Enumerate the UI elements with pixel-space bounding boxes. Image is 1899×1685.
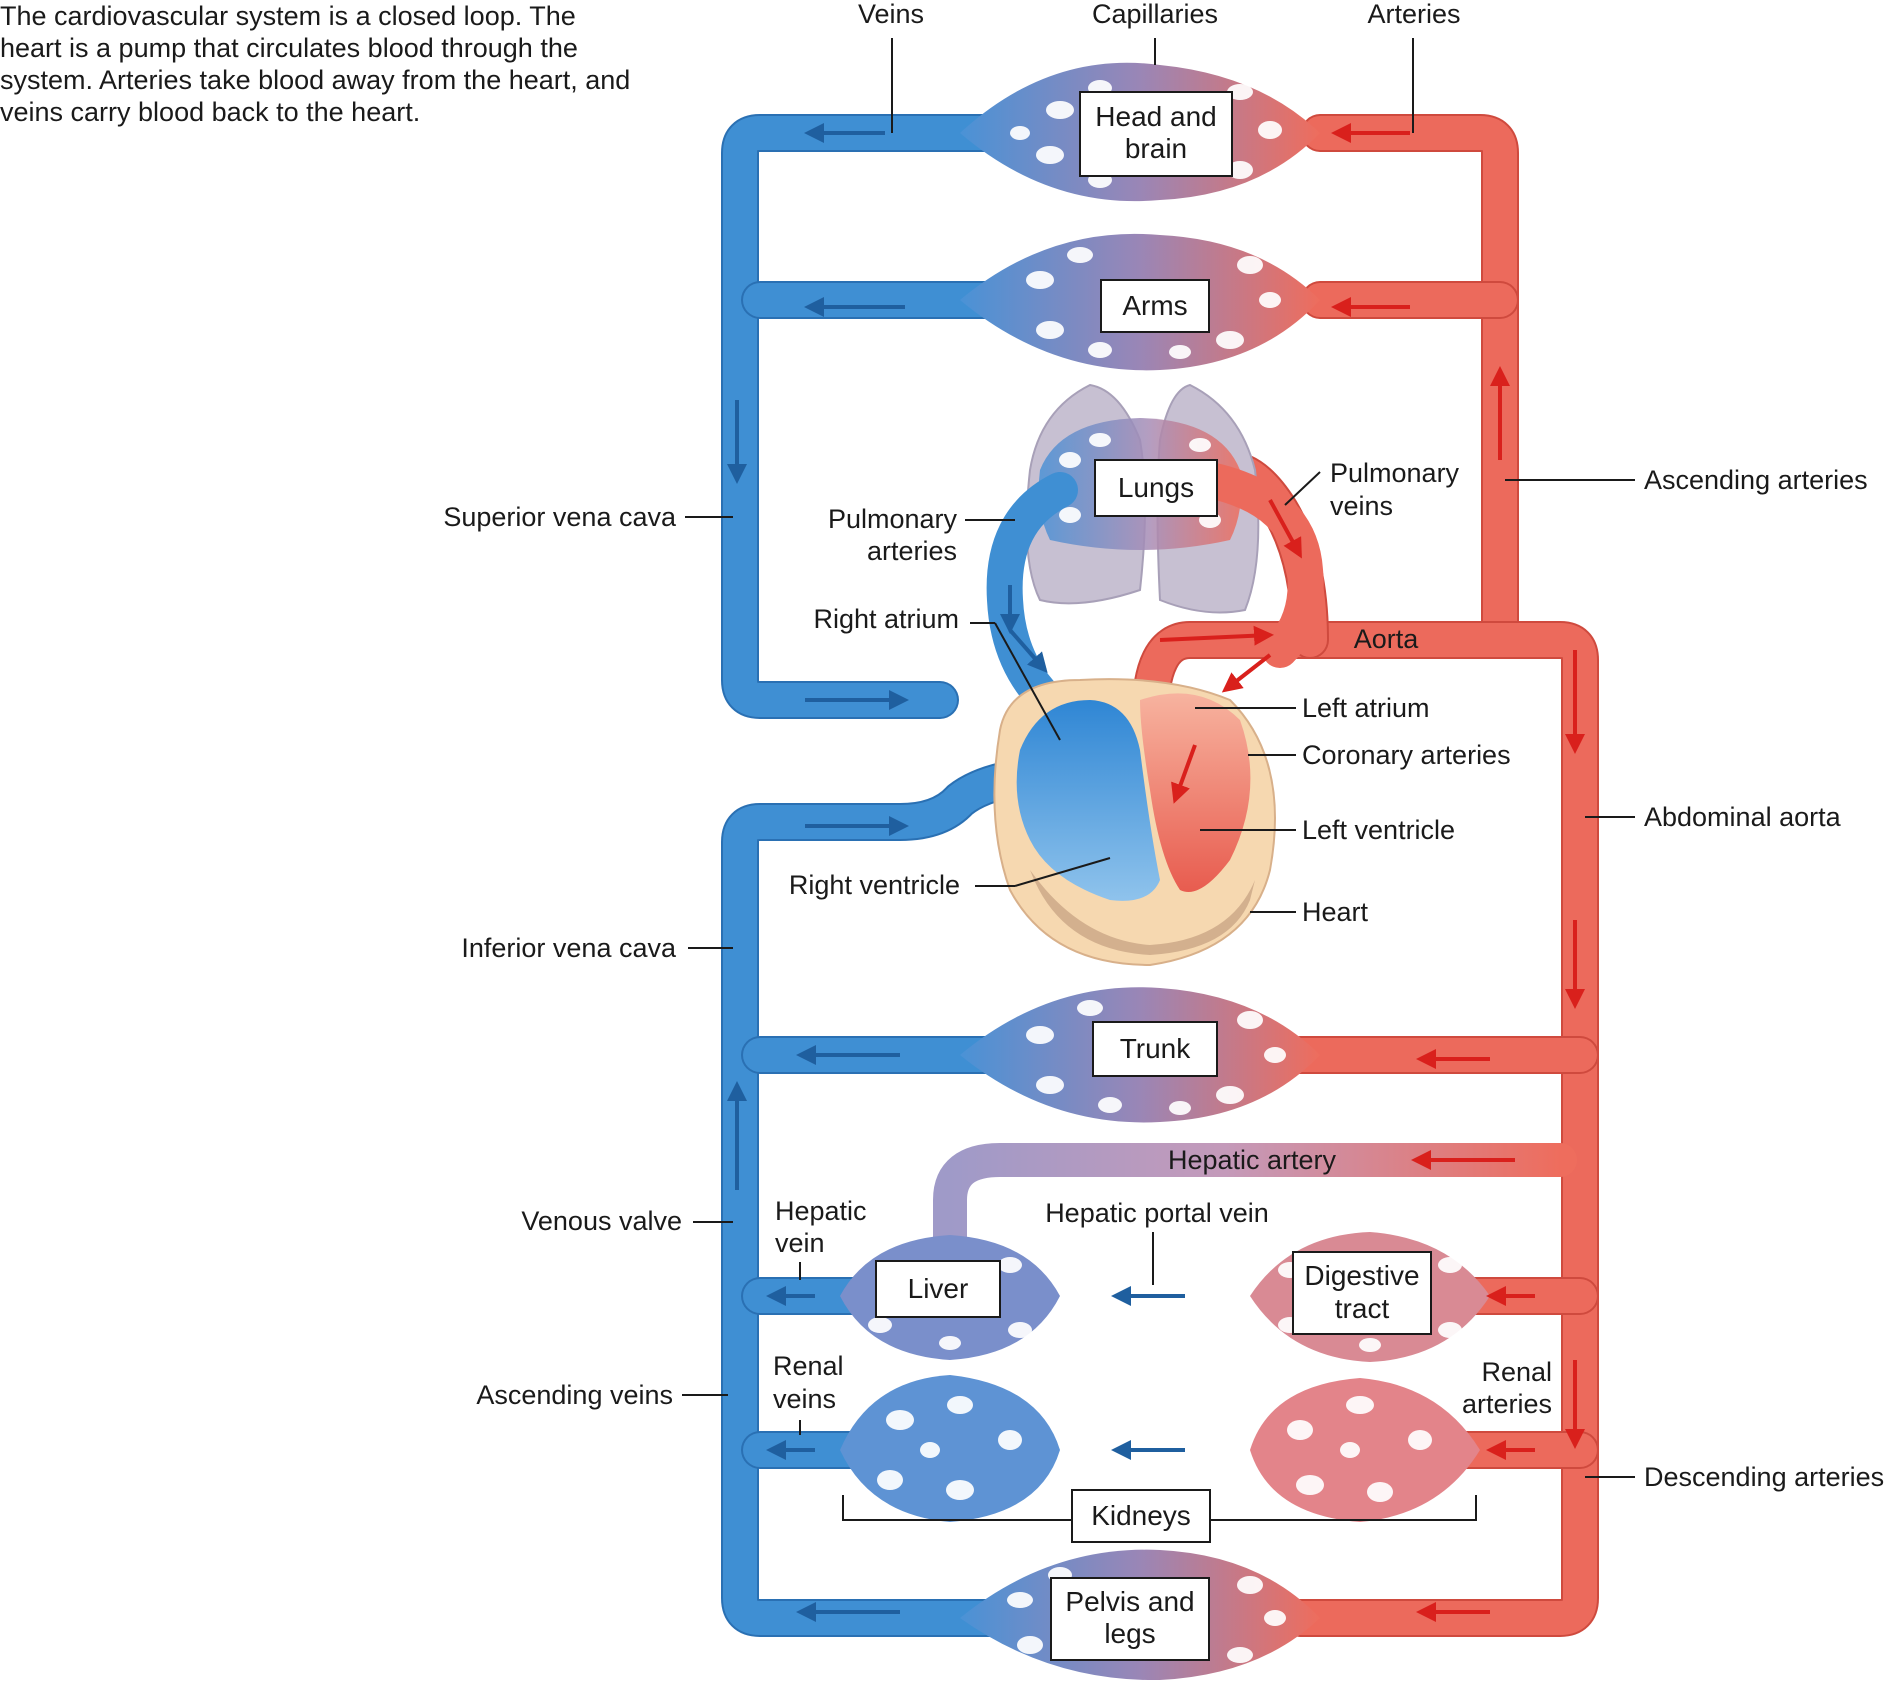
box-digestive-line1: Digestive bbox=[1304, 1260, 1419, 1291]
heart bbox=[993, 678, 1276, 967]
intro-paragraph: The cardiovascular system is a closed lo… bbox=[0, 1, 631, 127]
label-pulmonary-veins-1: Pulmonary bbox=[1330, 458, 1460, 488]
label-hepatic-portal-vein: Hepatic portal vein bbox=[1045, 1198, 1269, 1228]
label-hepatic-vein-1: Hepatic bbox=[775, 1196, 867, 1226]
box-lungs: Lungs bbox=[1094, 459, 1218, 517]
label-right-atrium: Right atrium bbox=[813, 604, 959, 634]
label-left-ventricle: Left ventricle bbox=[1302, 815, 1455, 845]
label-ascending-arteries: Ascending arteries bbox=[1644, 465, 1868, 495]
label-renal-veins-1: Renal bbox=[773, 1351, 844, 1381]
label-pulmonary-arteries-2: arteries bbox=[867, 536, 957, 566]
box-digestive-line2: tract bbox=[1335, 1293, 1390, 1324]
leader-lines bbox=[682, 38, 1635, 1521]
label-veins: Veins bbox=[858, 0, 924, 29]
label-inferior-vena-cava: Inferior vena cava bbox=[461, 933, 677, 963]
box-head-brain-line2: brain bbox=[1125, 133, 1187, 164]
box-pelvis-line2: legs bbox=[1104, 1618, 1155, 1649]
label-ascending-veins: Ascending veins bbox=[476, 1380, 673, 1410]
box-digestive-tract: Digestive tract bbox=[1292, 1251, 1432, 1335]
box-arms: Arms bbox=[1100, 279, 1210, 333]
box-lungs-label: Lungs bbox=[1118, 472, 1194, 503]
label-hepatic-artery: Hepatic artery bbox=[1168, 1145, 1337, 1175]
label-aorta: Aorta bbox=[1354, 624, 1420, 654]
box-trunk: Trunk bbox=[1092, 1021, 1218, 1077]
label-left-atrium: Left atrium bbox=[1302, 693, 1430, 723]
pulmonary-vein-vessel bbox=[1192, 462, 1324, 668]
label-right-ventricle: Right ventricle bbox=[789, 870, 960, 900]
capillary-bed-kidney-right bbox=[1250, 1378, 1480, 1522]
box-trunk-label: Trunk bbox=[1120, 1033, 1192, 1064]
label-capillaries: Capillaries bbox=[1092, 0, 1218, 29]
hepatic-artery-vessel bbox=[933, 1143, 1577, 1267]
box-kidneys: Kidneys bbox=[1071, 1489, 1211, 1543]
box-head-brain-line1: Head and bbox=[1095, 101, 1216, 132]
label-pulmonary-veins-2: veins bbox=[1330, 491, 1393, 521]
label-abdominal-aorta: Abdominal aorta bbox=[1644, 802, 1842, 832]
box-pelvis-legs: Pelvis and legs bbox=[1050, 1577, 1210, 1661]
label-arteries: Arteries bbox=[1367, 0, 1460, 29]
box-pelvis-line1: Pelvis and bbox=[1065, 1586, 1194, 1617]
label-renal-arteries-1: Renal bbox=[1481, 1357, 1552, 1387]
capillary-bed-kidney-left bbox=[840, 1375, 1060, 1522]
box-liver-label: Liver bbox=[908, 1273, 969, 1304]
box-head-brain: Head and brain bbox=[1079, 91, 1233, 177]
label-pulmonary-arteries-1: Pulmonary bbox=[828, 504, 958, 534]
label-renal-arteries-2: arteries bbox=[1462, 1389, 1552, 1419]
label-heart: Heart bbox=[1302, 897, 1369, 927]
box-liver: Liver bbox=[875, 1260, 1001, 1318]
flow-arrows bbox=[727, 123, 1585, 1622]
box-arms-label: Arms bbox=[1122, 290, 1187, 321]
label-superior-vena-cava: Superior vena cava bbox=[443, 502, 677, 532]
label-venous-valve: Venous valve bbox=[521, 1206, 682, 1236]
label-renal-veins-2: veins bbox=[773, 1384, 836, 1414]
label-coronary-arteries: Coronary arteries bbox=[1302, 740, 1511, 770]
labels: Veins Capillaries Arteries Superior vena… bbox=[443, 0, 1884, 1492]
box-kidneys-label: Kidneys bbox=[1091, 1500, 1191, 1531]
label-descending-arteries: Descending arteries bbox=[1644, 1462, 1884, 1492]
label-hepatic-vein-2: vein bbox=[775, 1228, 825, 1258]
